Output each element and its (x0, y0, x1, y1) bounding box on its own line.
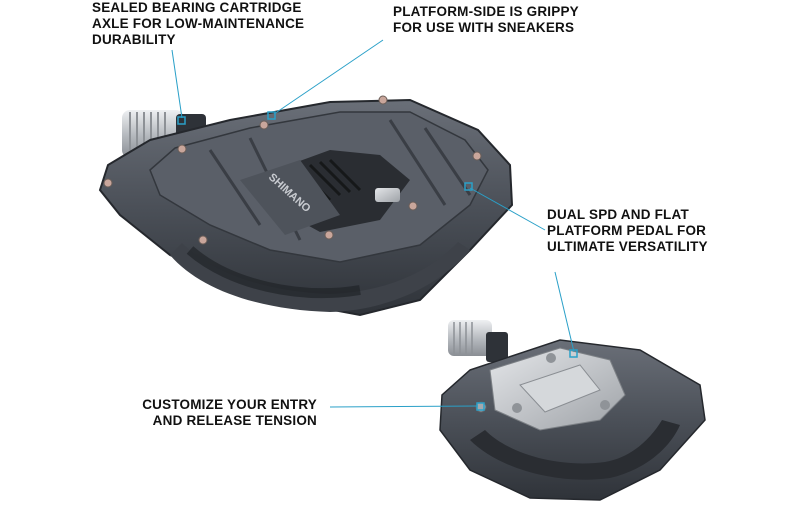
callout-line: PLATFORM PEDAL FOR (547, 223, 707, 238)
callout-line: PLATFORM-SIDE IS GRIPPY (393, 4, 579, 19)
traction-pins (103, 95, 482, 245)
large-pedal: SHIMANO (98, 95, 514, 317)
leader-lines (171, 39, 575, 408)
callout-line: SEALED BEARING CARTRIDGE (92, 0, 302, 15)
callout-line: AND RELEASE TENSION (152, 413, 317, 428)
callout-line: DUAL SPD AND FLAT (547, 207, 689, 222)
callout-line: ULTIMATE VERSATILITY (547, 239, 708, 254)
callout-line: DURABILITY (92, 32, 176, 47)
callout-sealed-bearing: SEALED BEARING CARTRIDGE AXLE FOR LOW-MA… (92, 0, 304, 48)
callout-customize-tension: CUSTOMIZE YOUR ENTRY AND RELEASE TENSION (135, 397, 317, 429)
callout-line: FOR USE WITH SNEAKERS (393, 20, 575, 35)
callout-line: AXLE FOR LOW-MAINTENANCE (92, 16, 305, 31)
callout-line: CUSTOMIZE YOUR ENTRY (142, 397, 317, 412)
small-pedal (439, 320, 706, 501)
callout-dual-spd: DUAL SPD AND FLAT PLATFORM PEDAL FOR ULT… (547, 207, 708, 255)
callout-platform-grippy: PLATFORM-SIDE IS GRIPPY FOR USE WITH SNE… (393, 4, 579, 36)
